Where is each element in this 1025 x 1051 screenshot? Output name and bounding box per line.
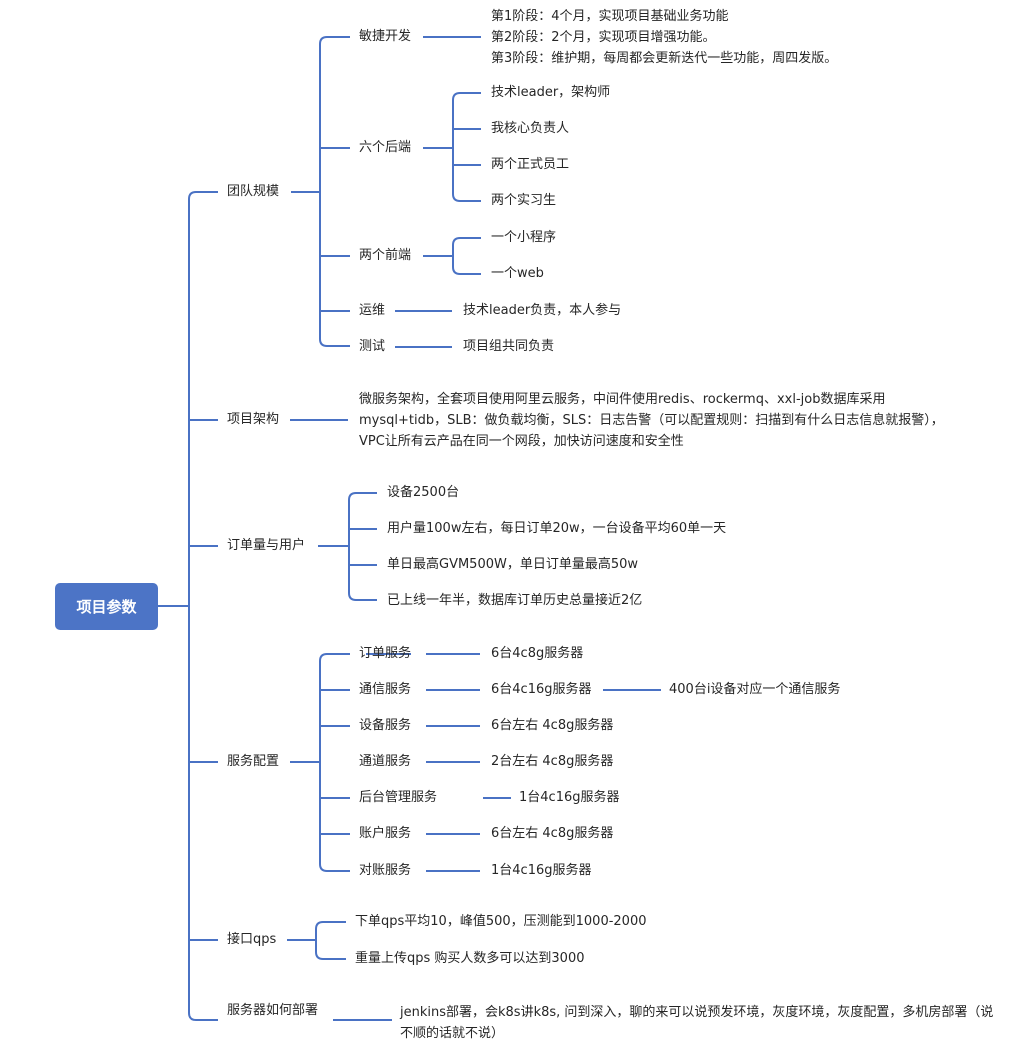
- node-deployment-detail[interactable]: jenkins部署，会k8s讲k8s, 问到深入，聊的来可以说预发环境，灰度环境…: [400, 1005, 994, 1041]
- phase-3-text: 第3阶段：维护期，每周都会更新迭代一些功能，周四发版。: [491, 51, 838, 66]
- node-comm-service[interactable]: 通信服务: [359, 682, 412, 697]
- node-frontend[interactable]: 两个前端: [359, 248, 412, 263]
- node-backend-core[interactable]: 我核心负责人: [491, 121, 570, 136]
- node-agile-phases[interactable]: 第1阶段：4个月，实现项目基础业务功能 第2阶段：2个月，实现项目增强功能。 第…: [491, 6, 837, 69]
- phase-1-text: 第1阶段：4个月，实现项目基础业务功能: [491, 9, 729, 24]
- branch-architecture[interactable]: 项目架构: [227, 412, 280, 427]
- node-users-orders[interactable]: 用户量100w左右，每日订单20w，一台设备平均60单一天: [387, 521, 727, 536]
- branch-orders-users[interactable]: 订单量与用户: [227, 538, 306, 553]
- node-upload-qps[interactable]: 重量上传qps 购买人数多可以达到3000: [355, 951, 585, 966]
- node-agile-dev[interactable]: 敏捷开发: [359, 29, 412, 44]
- node-architecture-detail[interactable]: 微服务架构，全套项目使用阿里云服务，中间件使用redis、rockermq、xx…: [359, 392, 944, 449]
- node-device-service-spec[interactable]: 6台左右 4c8g服务器: [491, 718, 614, 733]
- node-peak-gmv[interactable]: 单日最高GVM500W，单日订单量最高50w: [387, 557, 639, 572]
- node-backend-lead[interactable]: 技术leader，架构师: [491, 85, 611, 100]
- node-account-service-spec[interactable]: 6台左右 4c8g服务器: [491, 826, 614, 841]
- node-frontend-miniprogram[interactable]: 一个小程序: [491, 230, 557, 245]
- node-reconcile-service[interactable]: 对账服务: [359, 863, 412, 878]
- node-order-service-spec[interactable]: 6台4c8g服务器: [491, 646, 584, 661]
- node-reconcile-service-spec[interactable]: 1台4c16g服务器: [491, 863, 592, 878]
- branch-deployment[interactable]: 服务器如何部署: [227, 1003, 319, 1018]
- node-channel-service-spec[interactable]: 2台左右 4c8g服务器: [491, 754, 614, 769]
- node-channel-service[interactable]: 通道服务: [359, 754, 412, 769]
- root-node[interactable]: 项目参数: [55, 583, 158, 630]
- node-order-service[interactable]: 订单服务: [359, 646, 412, 661]
- node-testing-detail[interactable]: 项目组共同负责: [463, 339, 555, 354]
- node-history-total[interactable]: 已上线一年半，数据库订单历史总量接近2亿: [387, 593, 643, 608]
- node-testing[interactable]: 测试: [359, 339, 386, 354]
- node-device-service[interactable]: 设备服务: [359, 718, 412, 733]
- branch-api-qps[interactable]: 接口qps: [227, 932, 277, 947]
- node-comm-service-spec[interactable]: 6台4c16g服务器: [491, 682, 592, 697]
- node-backend[interactable]: 六个后端: [359, 140, 412, 155]
- node-order-qps[interactable]: 下单qps平均10，峰值500，压测能到1000-2000: [355, 914, 647, 929]
- node-backend-fulltime[interactable]: 两个正式员工: [491, 157, 570, 172]
- node-backend-interns[interactable]: 两个实习生: [491, 193, 557, 208]
- node-ops[interactable]: 运维: [359, 303, 386, 318]
- node-ops-detail[interactable]: 技术leader负责，本人参与: [463, 303, 622, 318]
- node-admin-service[interactable]: 后台管理服务: [359, 790, 438, 805]
- node-admin-service-spec[interactable]: 1台4c16g服务器: [519, 790, 620, 805]
- node-comm-service-note[interactable]: 400台i设备对应一个通信服务: [669, 682, 841, 697]
- node-account-service[interactable]: 账户服务: [359, 826, 412, 841]
- branch-team-size[interactable]: 团队规模: [227, 184, 280, 199]
- phase-2-text: 第2阶段：2个月，实现项目增强功能。: [491, 30, 716, 45]
- node-frontend-web[interactable]: 一个web: [491, 266, 544, 281]
- branch-service-config[interactable]: 服务配置: [227, 754, 280, 769]
- node-devices[interactable]: 设备2500台: [387, 485, 460, 500]
